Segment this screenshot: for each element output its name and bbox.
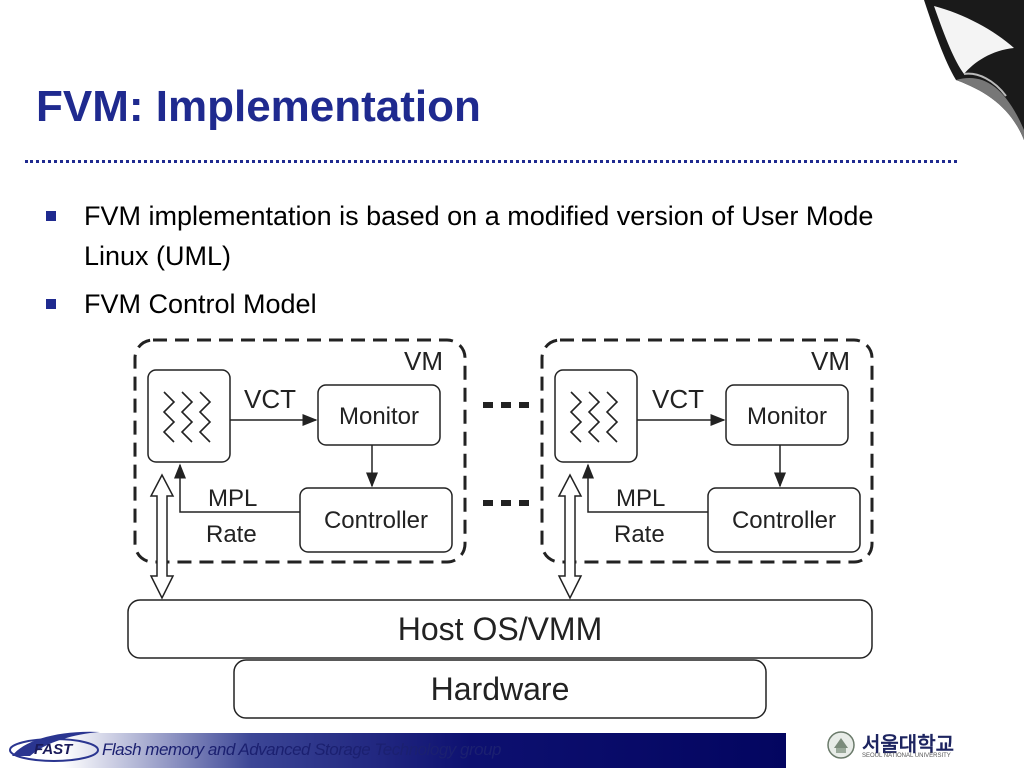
bullet-square-icon xyxy=(46,299,56,309)
vm-right-vct-label: VCT xyxy=(652,384,704,414)
vm-right-monitor-box xyxy=(725,384,849,446)
bullet-square-icon xyxy=(46,211,56,221)
vm-right-host-double-arrow xyxy=(557,473,583,600)
vm-right-monitor-label: Monitor xyxy=(747,403,827,430)
vm-right-controller-label: Controller xyxy=(732,507,836,534)
vm-left-host-double-arrow xyxy=(149,473,175,600)
vm-left: VM Monitor Controller VCT MPL Rate xyxy=(133,338,467,600)
footer-bar xyxy=(0,733,786,768)
snu-logo: 서울대학교 SEOUL NATIONAL UNIVERSITY xyxy=(826,728,1016,766)
vm-right-label: VM xyxy=(811,346,850,376)
vm-right-process-box xyxy=(554,369,638,463)
fvm-control-model-diagram: VM Monitor Controller VCT MPL Rate VM xyxy=(127,338,874,719)
vm-left-vct-label: VCT xyxy=(244,384,296,414)
snu-name-english: SEOUL NATIONAL UNIVERSITY xyxy=(862,753,951,759)
title-divider xyxy=(25,160,957,163)
snu-name-korean: 서울대학교 xyxy=(862,732,954,756)
vm-right-boundary xyxy=(540,338,874,564)
vm-left-monitor-box xyxy=(317,384,441,446)
bullet-text: FVM Control Model xyxy=(84,289,317,319)
vm-left-process-box xyxy=(147,369,231,463)
snu-emblem-icon xyxy=(827,731,855,759)
vm-right-rate-label: Rate xyxy=(614,521,665,548)
vm-right-process-wave-icon xyxy=(569,391,619,443)
vm-right-mpl-label: MPL xyxy=(616,485,665,512)
fast-logo: FAST xyxy=(9,731,100,762)
bullet-text: FVM implementation is based on a modifie… xyxy=(84,201,874,271)
vm-left-rate-label: Rate xyxy=(206,521,257,548)
vm-ellipsis xyxy=(483,402,529,506)
vm-right: VM Monitor Controller VCT MPL Rate xyxy=(540,338,874,600)
vm-left-mpl-label: MPL xyxy=(208,485,257,512)
hardware-label: Hardware xyxy=(431,671,570,707)
vm-left-controller-box xyxy=(299,487,453,553)
bullet-item: FVM implementation is based on a modifie… xyxy=(40,196,940,276)
footer-group-name: Flash memory and Advanced Storage Techno… xyxy=(102,740,502,759)
vm-left-controller-label: Controller xyxy=(324,507,428,534)
vm-right-mpl-feedback-arrow xyxy=(582,463,708,513)
vm-left-mpl-feedback-arrow xyxy=(174,463,300,513)
page-curl-decoration xyxy=(924,0,1024,140)
bullet-list: FVM implementation is based on a modifie… xyxy=(40,196,940,332)
host-os-vmm-box xyxy=(127,599,873,659)
hardware-box xyxy=(233,659,767,719)
fast-logo-text: FAST xyxy=(34,741,74,758)
vm-right-controller-box xyxy=(707,487,861,553)
vm-left-boundary xyxy=(133,338,467,564)
bullet-item: FVM Control Model xyxy=(40,284,940,324)
vm-left-label: VM xyxy=(404,346,443,376)
vm-left-monitor-label: Monitor xyxy=(339,403,419,430)
slide-title: FVM: Implementation xyxy=(36,82,481,131)
host-os-vmm-label: Host OS/VMM xyxy=(398,611,602,647)
vm-left-process-wave-icon xyxy=(162,391,212,443)
